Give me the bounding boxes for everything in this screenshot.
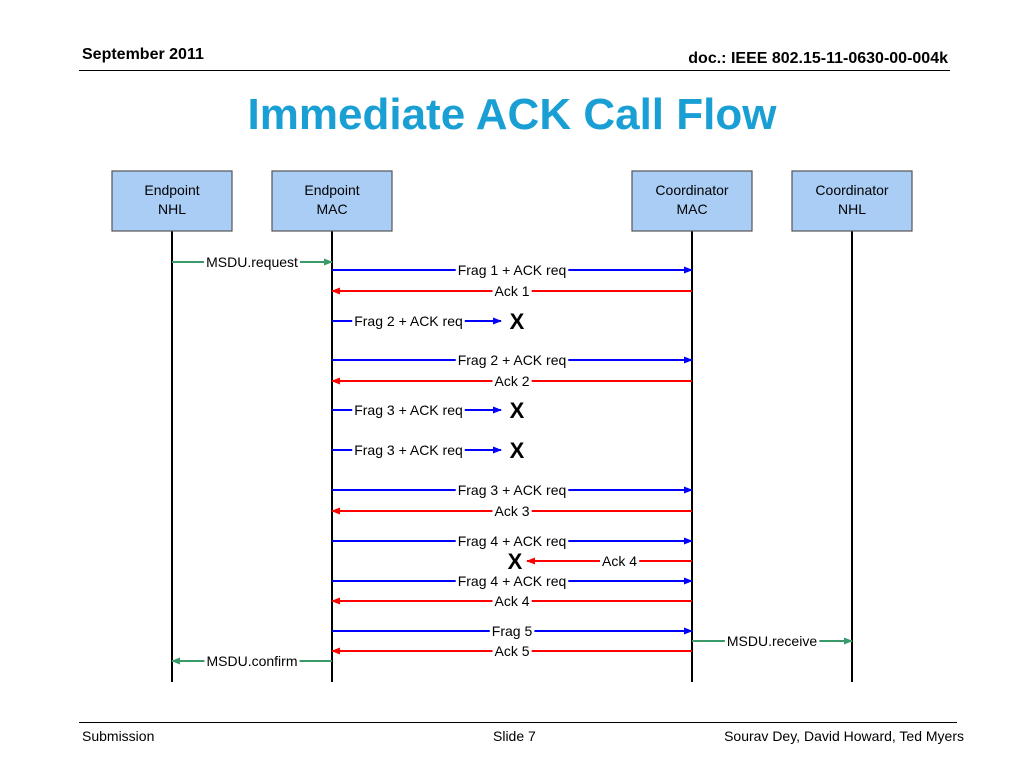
lifeline-label-ep-nhl: NHL [158,201,186,217]
message-label: Frag 4 + ACK req [458,573,567,589]
lost-marker: X [508,549,523,574]
header-doc-id: doc.: IEEE 802.15-11-0630-00-004k [688,50,948,67]
lifeline-label-ep-mac: MAC [316,201,347,217]
message-label: Frag 2 + ACK req [458,352,567,368]
message-label: Ack 4 [494,593,529,609]
lifeline-label-co-nhl: NHL [838,201,866,217]
lifeline-box-co-nhl [791,170,913,232]
lost-marker: X [510,438,525,463]
message-label: Frag 4 + ACK req [458,533,567,549]
lifeline-label-co-mac: Coordinator [655,182,728,198]
footer-divider [79,722,957,723]
lifeline-label-co-mac: MAC [676,201,707,217]
lost-marker: X [510,398,525,423]
footer-slide-number: Slide 7 [493,728,536,744]
message-label: Ack 1 [494,283,529,299]
message-label: Ack 5 [494,643,529,659]
message-label: Frag 3 + ACK req [354,402,463,418]
lifeline-box-ep-mac [271,170,393,232]
footer-authors: Sourav Dey, David Howard, Ted Myers [724,728,964,744]
message-label: MSDU.receive [727,633,817,649]
lifeline-box-co-mac [631,170,753,232]
lost-marker: X [510,309,525,334]
message-label: Frag 3 + ACK req [458,482,567,498]
lifeline-label-ep-mac: Endpoint [304,182,359,198]
message-label: Ack 3 [494,503,529,519]
message-label: MSDU.request [206,254,298,270]
message-label: Ack 4 [602,553,637,569]
message-label: MSDU.confirm [206,653,297,669]
message-label: Frag 1 + ACK req [458,262,567,278]
lifeline-box-ep-nhl [111,170,233,232]
message-label: Frag 5 [492,623,533,639]
message-label: Frag 3 + ACK req [354,442,463,458]
message-label: Frag 2 + ACK req [354,313,463,329]
message-label: Ack 2 [494,373,529,389]
slide-title: Immediate ACK Call Flow [247,90,777,139]
lifeline-label-co-nhl: Coordinator [815,182,888,198]
header-divider [79,70,950,71]
lifeline-label-ep-nhl: Endpoint [144,182,199,198]
footer-submission: Submission [82,728,155,744]
header-date: September 2011 [82,46,204,63]
